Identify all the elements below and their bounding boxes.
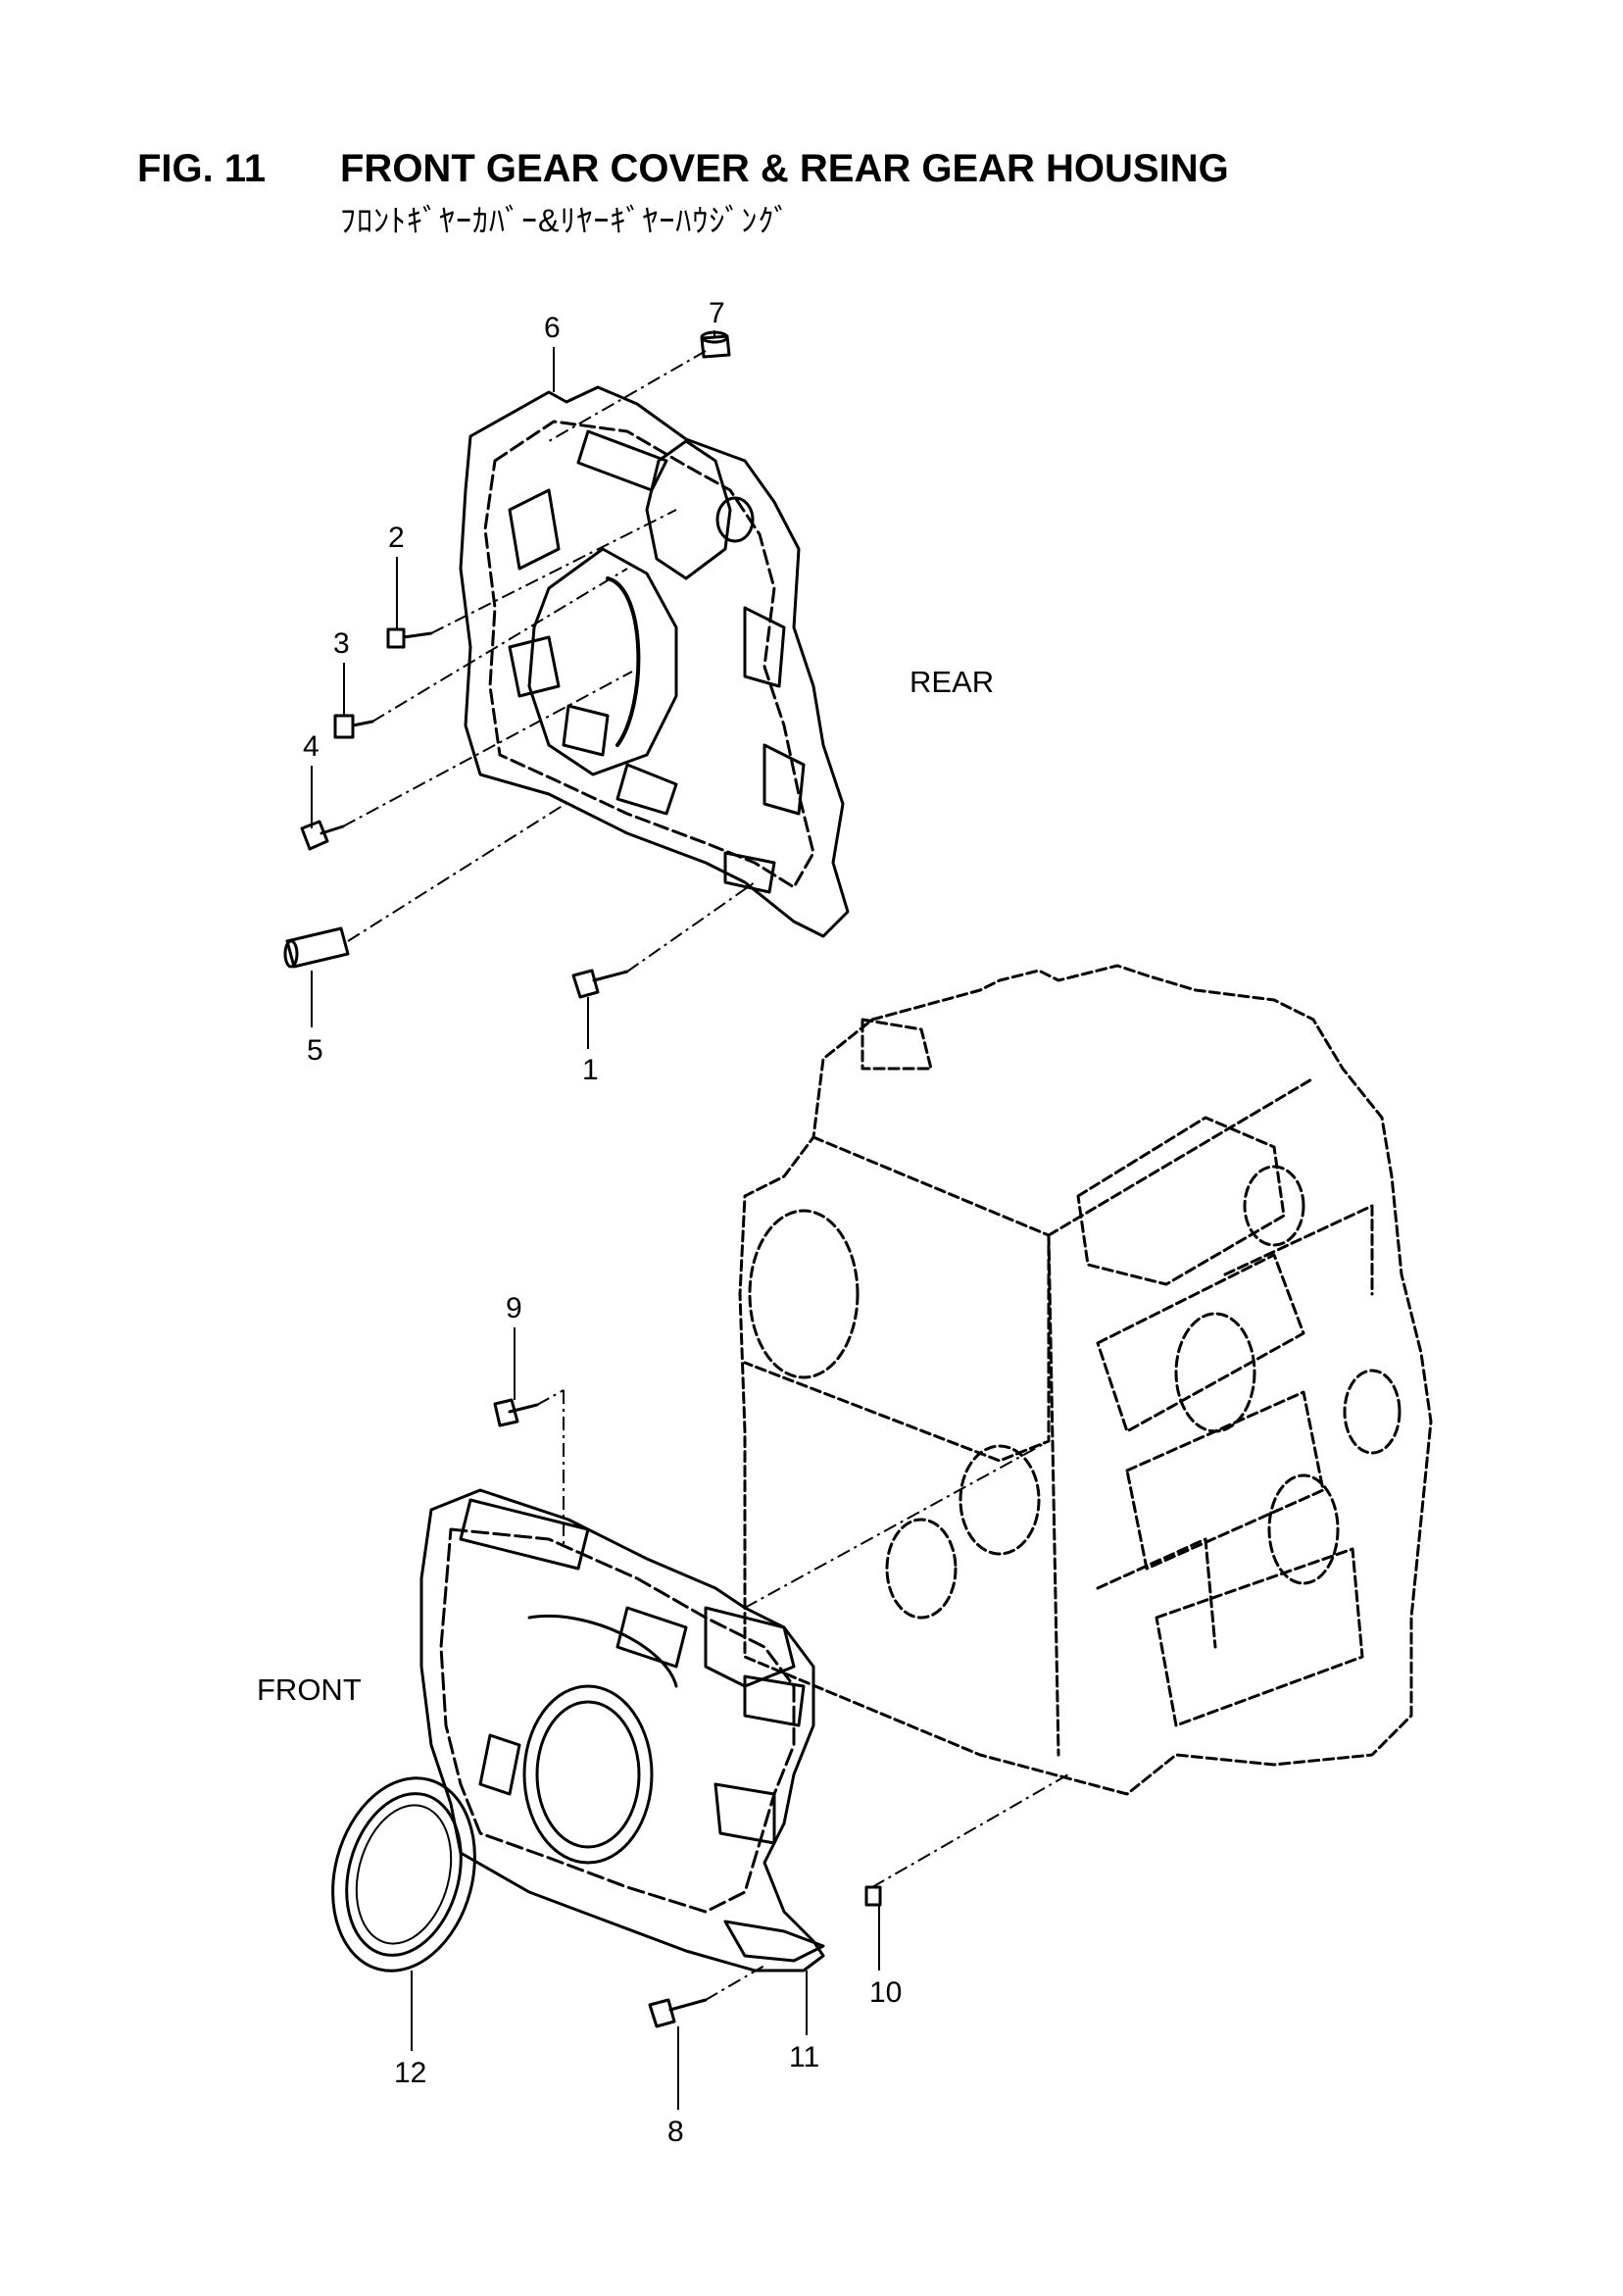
bolt-4	[300, 820, 345, 851]
bolt-9	[493, 1398, 539, 1427]
rear-gear-housing-drawing	[459, 385, 850, 938]
callout-9: 9	[506, 1292, 522, 1324]
bolt-2	[386, 627, 433, 649]
figure-number: FIG. 11	[137, 147, 267, 190]
engine-block-drawing	[738, 964, 1433, 1796]
rear-label: REAR	[910, 665, 995, 699]
figure-title: FRONT GEAR COVER & REAR GEAR HOUSING	[340, 147, 1229, 190]
bolt-3	[333, 714, 374, 739]
callout-1: 1	[582, 1054, 599, 1086]
dowel-pin-5	[283, 926, 350, 969]
callout-2: 2	[388, 522, 405, 554]
callout-10: 10	[869, 1976, 903, 2009]
bolt-8	[648, 1998, 708, 2028]
oil-seal-12	[331, 1776, 476, 1972]
front-label: FRONT	[257, 1672, 362, 1707]
callout-5: 5	[307, 1034, 323, 1067]
callout-12: 12	[394, 2057, 427, 2089]
leader-lines	[311, 330, 880, 2110]
bolt-1	[571, 969, 629, 999]
callout-4: 4	[303, 730, 320, 763]
dowel-pin-10	[864, 1885, 882, 1907]
alignment-lines	[342, 350, 1069, 2001]
callout-11: 11	[789, 2041, 820, 2073]
callout-7: 7	[709, 297, 725, 329]
front-gear-cover-drawing	[419, 1488, 825, 1972]
figure-subtitle-japanese: ﾌﾛﾝﾄｷﾞﾔｰｶﾊﾞｰ&ﾘﾔｰｷﾞﾔｰﾊｳｼﾞﾝｸﾞ	[340, 203, 791, 238]
callout-8: 8	[667, 2116, 684, 2148]
callout-3: 3	[333, 627, 350, 660]
callout-6: 6	[544, 312, 561, 344]
